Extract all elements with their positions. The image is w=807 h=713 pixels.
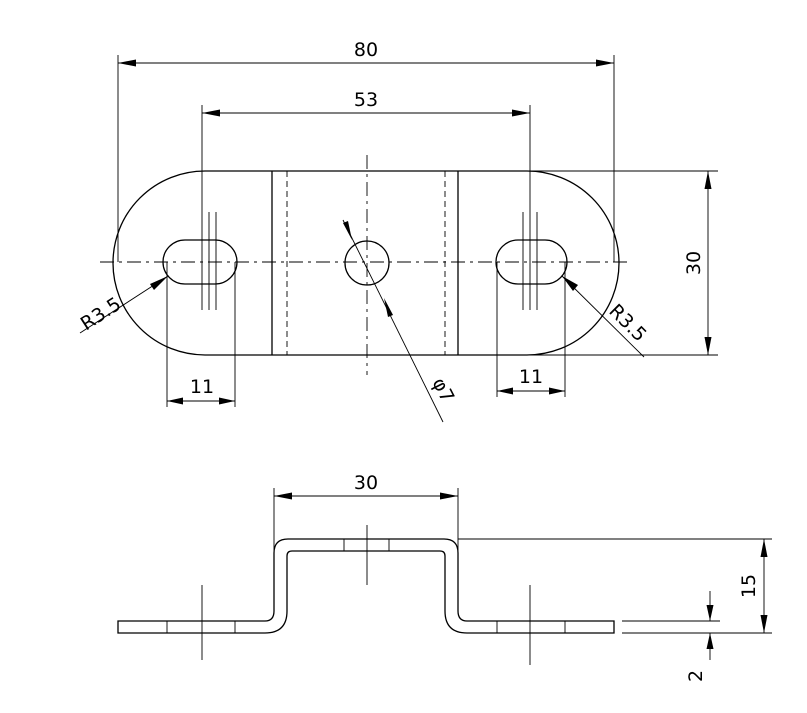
side-view: 30 15 2 [117, 472, 772, 682]
dimension-2: 2 [685, 591, 714, 682]
dim-53-label: 53 [354, 89, 378, 111]
dim-2-label: 2 [685, 670, 707, 682]
top-view: 80 53 30 11 11 [77, 39, 718, 423]
dimension-11-right: 11 [497, 366, 565, 395]
dimension-11-left: 11 [167, 376, 235, 405]
dimension-80: 80 [118, 39, 614, 67]
radius-leader-left: R3.5 [77, 275, 169, 335]
dim-80-label: 80 [354, 39, 378, 61]
dim-30-width-label: 30 [683, 251, 705, 275]
slot-left [162, 239, 238, 285]
dim-15-label: 15 [738, 574, 760, 598]
dimension-30-top: 30 [274, 472, 458, 500]
dimension-30-width: 30 [683, 171, 712, 355]
dim-30-top-label: 30 [354, 472, 378, 494]
radius-leader-right: R3.5 [561, 275, 651, 358]
diameter-label: φ7 [428, 374, 459, 406]
plate-outline [112, 170, 620, 356]
slot-right [495, 239, 568, 285]
profile-outer [117, 538, 615, 634]
dimension-15: 15 [738, 539, 768, 633]
dim-11-right-label: 11 [519, 366, 543, 388]
dimension-53: 53 [202, 89, 530, 117]
radius-right-label: R3.5 [604, 300, 650, 346]
radius-left-label: R3.5 [77, 293, 125, 335]
dim-11-left-label: 11 [190, 376, 214, 398]
diameter-leader: φ7 [342, 219, 459, 423]
